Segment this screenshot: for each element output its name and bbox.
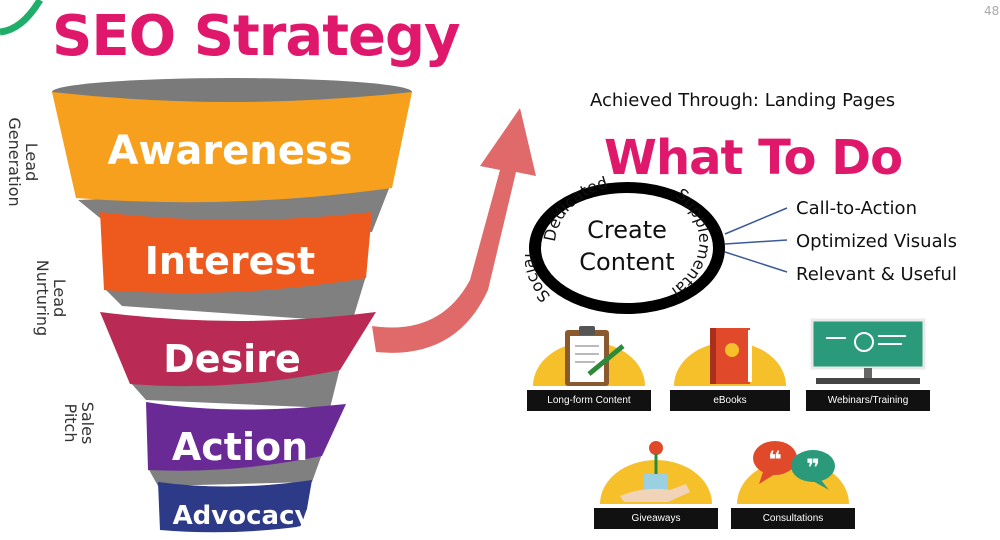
svg-text:❝: ❝ [768, 446, 782, 474]
seal-center-line1: Create [587, 216, 667, 244]
tile-caption-giveaways: Giveaways [594, 508, 718, 529]
stage-label-interest: Interest [145, 239, 315, 283]
tile-long-form-content: Long-form Content [527, 318, 651, 412]
slide-title: SEO Strategy [52, 4, 461, 69]
whiteboard-icon [810, 318, 926, 384]
tile-webinars-training: Webinars/Training [806, 318, 930, 412]
tile-caption-long-form: Long-form Content [527, 390, 651, 411]
cta-item-optimized-visuals: Optimized Visuals [796, 231, 957, 252]
funnel-stage-advocacy [158, 480, 312, 533]
tile-caption-ebooks: eBooks [670, 390, 790, 411]
corner-ring-decoration [0, 0, 44, 36]
seal-center-line2: Content [579, 248, 674, 276]
tile-giveaways: Giveaways [594, 436, 718, 530]
stage-label-awareness: Awareness [108, 128, 353, 174]
seal-inner [541, 193, 713, 303]
stage-label-advocacy: Advocacy [173, 501, 312, 531]
funnel-rim [52, 78, 412, 106]
svg-text:❞: ❞ [806, 454, 820, 482]
tile-caption-webinars: Webinars/Training [806, 390, 930, 411]
funnel-stage-action [146, 402, 346, 471]
stage-label-action: Action [172, 425, 308, 469]
growth-arrow [372, 108, 536, 353]
cta-connector-line [724, 239, 788, 245]
speech-bubbles-icon: ❝ ❞ [737, 441, 849, 504]
what-to-do-title: What To Do [604, 130, 903, 186]
funnel-stage-desire [100, 312, 376, 387]
tile-caption-consultations: Consultations [731, 508, 855, 529]
create-content-seal: Social Dedicated Supplemental Create Con… [525, 176, 788, 314]
cta-item-call-to-action: Call-to-Action [796, 198, 917, 219]
gift-plant-icon [600, 441, 712, 504]
funnel-stage-interest [100, 212, 372, 294]
cta-item-relevant-useful: Relevant & Useful [796, 264, 957, 285]
stage-label-desire: Desire [163, 337, 300, 381]
achieved-through-text: Achieved Through: Landing Pages [590, 90, 896, 111]
seo-funnel: Awareness Interest Desire Action Advocac… [52, 78, 412, 533]
clipboard-icon [533, 326, 645, 386]
tile-ebooks: eBooks [670, 318, 790, 412]
tile-consultations: ❝ ❞ Consultations [731, 436, 855, 530]
funnel-stage-awareness [52, 92, 412, 203]
ebook-icon [674, 328, 786, 386]
cta-connector-line [724, 251, 788, 273]
growth-arrow-body [372, 108, 536, 353]
page-number: 48 [984, 4, 1000, 18]
cta-connector-line [724, 207, 788, 235]
